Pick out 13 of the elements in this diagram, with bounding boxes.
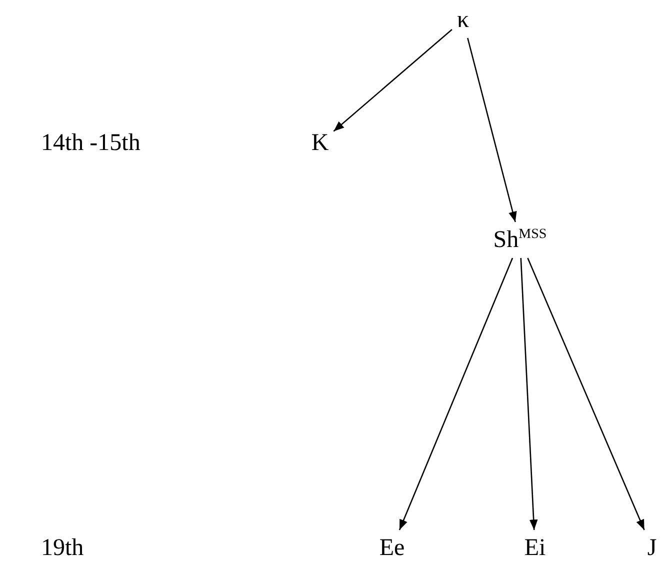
period-label: 14th -15th xyxy=(40,129,142,157)
arrow xyxy=(527,258,645,530)
node-label: Ee xyxy=(378,534,406,562)
arrow xyxy=(520,258,538,530)
node-label: K xyxy=(310,129,330,157)
period-label: 19th xyxy=(40,534,85,562)
node-label: κ xyxy=(456,6,470,34)
node-label: Ei xyxy=(523,534,547,562)
arrow xyxy=(467,38,517,222)
node-label: J xyxy=(646,534,658,562)
arrow xyxy=(398,258,514,530)
node-label: Sh$^{MSS}$ xyxy=(492,226,548,254)
arrow xyxy=(333,29,452,132)
